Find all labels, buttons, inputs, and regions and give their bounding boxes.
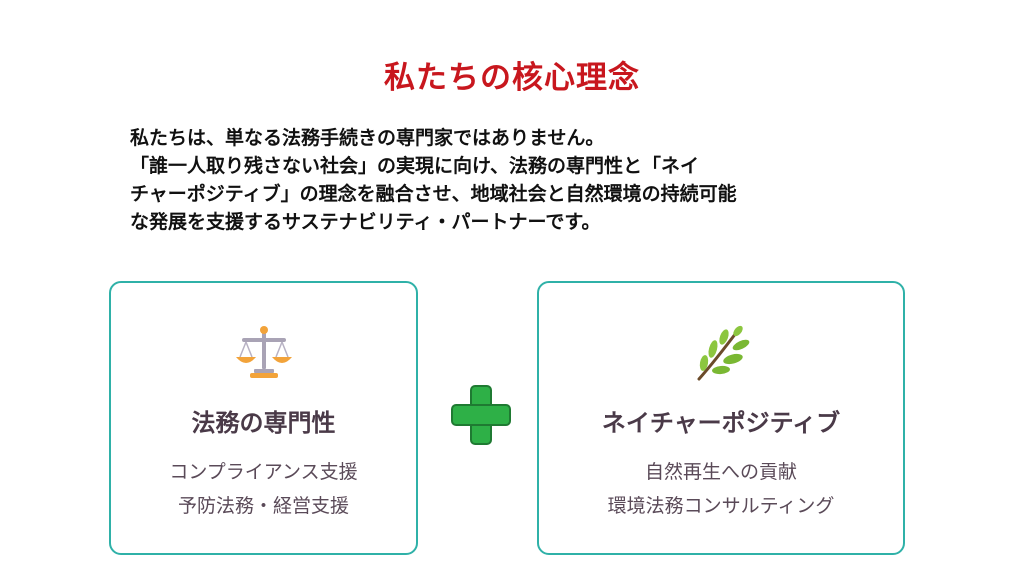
- card-line: 環境法務コンサルティング: [607, 495, 835, 517]
- intro-line: チャーポジティブ」の理念を融合させ、地域社会と自然環境の持続可能: [130, 183, 737, 205]
- herb-leaf-icon: [697, 325, 750, 381]
- intro-line: 私たちは、単なる法務手続きの専門家ではありません。: [130, 127, 605, 149]
- card-description: 自然再生への貢献 環境法務コンサルティング: [539, 455, 903, 523]
- balance-scale-icon: [235, 326, 292, 378]
- card-description: コンプライアンス支援 予防法務・経営支援: [111, 455, 416, 523]
- intro-line: な発展を支援するサステナビリティ・パートナーです。: [130, 211, 601, 233]
- card-heading: ネイチャーポジティブ: [601, 409, 841, 437]
- nature-positive-card: ネイチャーポジティブ 自然再生への貢献 環境法務コンサルティング: [537, 281, 905, 555]
- card-line: 自然再生への貢献: [644, 461, 797, 483]
- plus-horizontal-bar: [453, 406, 509, 424]
- legal-expertise-card: 法務の専門性 コンプライアンス支援 予防法務・経営支援: [109, 281, 418, 555]
- intro-paragraph: 私たちは、単なる法務手続きの専門家ではありません。 「誰一人取り残さない社会」の…: [130, 124, 930, 236]
- card-line: コンプライアンス支援: [169, 461, 358, 483]
- page-title: 私たちの核心理念: [384, 60, 640, 96]
- card-line: 予防法務・経営支援: [177, 495, 349, 517]
- card-heading: 法務の専門性: [191, 409, 336, 437]
- intro-line: 「誰一人取り残さない社会」の実現に向け、法務の専門性と「ネイ: [130, 155, 700, 177]
- plus-icon: [453, 387, 509, 443]
